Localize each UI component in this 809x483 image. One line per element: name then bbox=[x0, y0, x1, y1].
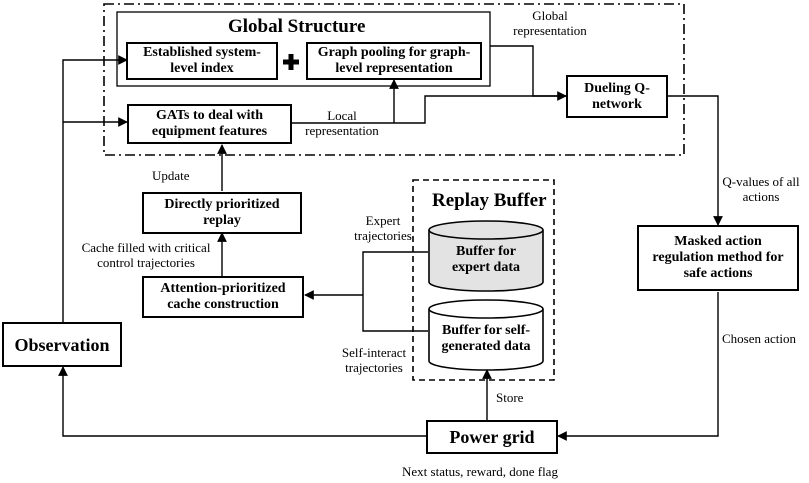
plus-icon bbox=[283, 54, 299, 70]
masked-action-box: Masked action regulation method for safe… bbox=[637, 225, 799, 291]
store-label: Store bbox=[496, 390, 524, 405]
replay-buffer-frame bbox=[412, 179, 555, 381]
directly-prioritized-box: Directly prioritized replay bbox=[142, 192, 302, 234]
attention-cache-box: Attention-prioritized cache construction bbox=[142, 276, 304, 318]
self-buffer-label: Buffer for self-generated data bbox=[441, 323, 531, 354]
local-representation-label: Local representation bbox=[305, 108, 379, 138]
dueling-to-masked-line bbox=[668, 95, 723, 226]
self-buffer-cylinder bbox=[428, 299, 544, 371]
expert-trajectories-label: Expert trajectories bbox=[354, 213, 412, 243]
dueling-qnetwork-box: Dueling Q-network bbox=[566, 75, 668, 118]
expert-buffer-cylinder bbox=[428, 220, 544, 292]
global-to-dueling-line bbox=[490, 45, 566, 97]
cache-filled-label: Cache filled with critical control traje… bbox=[81, 240, 211, 270]
q-values-label: Q-values of all actions bbox=[722, 174, 800, 204]
expert-buffer-link bbox=[362, 251, 428, 332]
system-index-box: Established system-level index bbox=[126, 42, 278, 80]
chosen-action-label: Chosen action bbox=[722, 331, 797, 346]
expert-buffer-label: Buffer for expert data bbox=[451, 244, 521, 275]
graph-pooling-box: Graph pooling for graph-level representa… bbox=[306, 42, 482, 80]
replay-buffer-title: Replay Buffer bbox=[432, 190, 547, 211]
update-label: Update bbox=[152, 168, 190, 183]
gats-to-dueling-line bbox=[292, 91, 567, 124]
network-frame bbox=[103, 3, 685, 156]
obs-to-index-line bbox=[62, 55, 128, 322]
global-structure-title: Global Structure bbox=[228, 16, 366, 37]
global-structure-frame bbox=[116, 11, 491, 87]
grid-to-obs-line bbox=[58, 366, 426, 437]
self-trajectories-label: Self-interact trajectories bbox=[341, 345, 407, 375]
power-grid-box: Power grid bbox=[426, 420, 558, 454]
observation-box: Observation bbox=[2, 322, 122, 367]
global-representation-label: Global representation bbox=[513, 8, 587, 38]
gats-box: GATs to deal with equipment features bbox=[127, 104, 292, 144]
masked-to-grid-line bbox=[557, 292, 719, 441]
next-status-label: Next status, reward, done flag bbox=[402, 464, 558, 479]
